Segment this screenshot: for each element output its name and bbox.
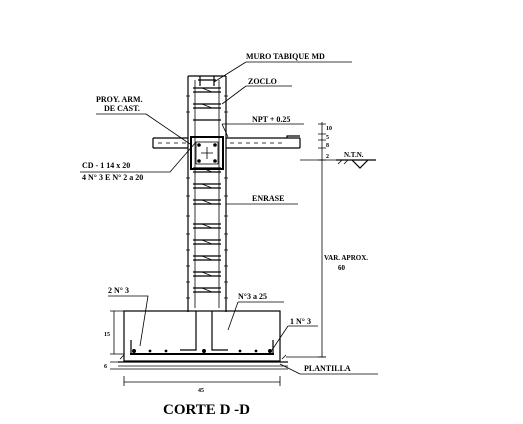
label-proy-line2: DE CAST. xyxy=(104,104,140,113)
label-cd-line1: CD - 1 14 x 20 xyxy=(82,161,130,170)
footing xyxy=(118,310,288,370)
footing-dimensions xyxy=(110,310,281,386)
dim-5: 5 xyxy=(326,135,329,141)
label-zoclo: ZOCLO xyxy=(248,77,277,86)
label-var-line1: VAR. APROX. xyxy=(324,254,368,262)
dim-10: 10 xyxy=(326,126,332,132)
label-var-line2: 60 xyxy=(338,264,346,272)
label-muro-tabique: MURO TABIQUE MD xyxy=(246,52,325,61)
drawing-title: CORTE D -D xyxy=(163,402,250,418)
label-plantilla: PLANTILLA xyxy=(304,364,351,373)
ntn-level-marker xyxy=(336,159,376,169)
label-enrase: ENRASE xyxy=(252,194,284,203)
dim-8: 8 xyxy=(326,143,329,149)
label-ntn: N.T.N. xyxy=(344,151,364,159)
label-2n3: 2 N° 3 xyxy=(108,286,129,295)
dim-15: 15 xyxy=(104,332,110,338)
stirrups xyxy=(193,87,221,293)
bond-beam-cd1 xyxy=(190,136,224,170)
label-npt: NPT + 0.25 xyxy=(252,115,290,124)
floor-slab xyxy=(152,135,301,149)
dim-2: 2 xyxy=(326,154,329,160)
column xyxy=(186,75,228,312)
label-n3a25: N°3 a 25 xyxy=(238,292,267,301)
label-1n3: 1 N° 3 xyxy=(290,317,311,326)
dim-45: 45 xyxy=(198,388,204,394)
label-proy-line1: PROY. ARM. xyxy=(96,95,143,104)
label-cd-line2: 4 N° 3 E N° 2 a 20 xyxy=(82,173,143,182)
dim-6: 6 xyxy=(104,364,107,370)
leaders xyxy=(80,61,378,375)
